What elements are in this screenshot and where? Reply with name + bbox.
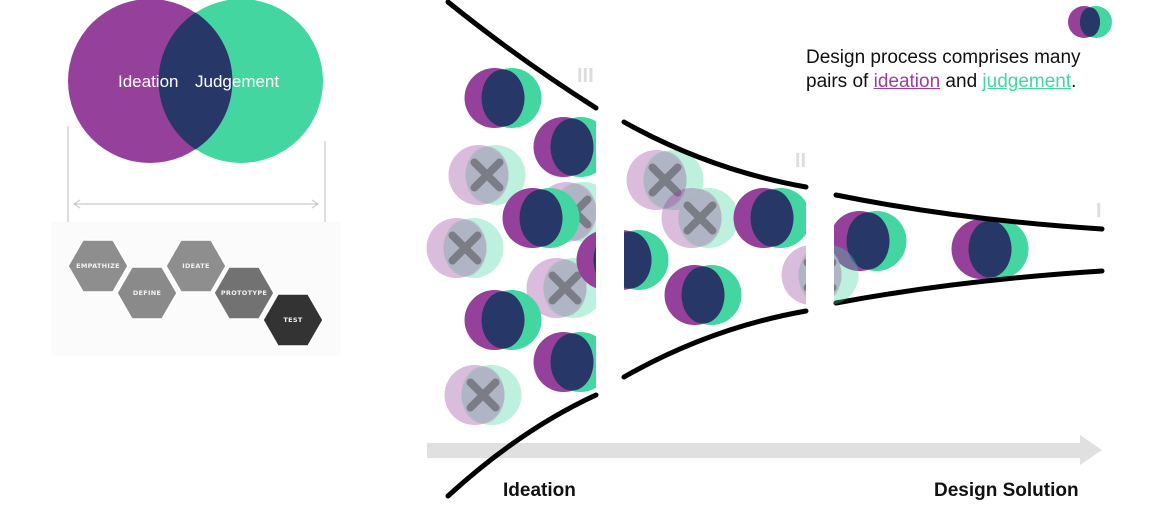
reject-x-icon bbox=[466, 378, 500, 412]
funnel-line-bottom-1 bbox=[833, 268, 1105, 306]
overlap-core bbox=[846, 212, 890, 270]
idea-judgement-pair bbox=[464, 68, 542, 128]
funnel-stage-3 bbox=[426, 68, 596, 425]
stage-numeral-3: III bbox=[577, 65, 594, 87]
funnel-stage-1 bbox=[834, 211, 1029, 279]
hexagon-label: DEFINE bbox=[133, 289, 161, 297]
legend-period: . bbox=[1071, 71, 1077, 92]
reject-x-icon bbox=[448, 231, 482, 265]
overlap-core bbox=[1080, 7, 1100, 37]
idea-judgement-pair bbox=[834, 211, 907, 271]
venn-ideation-label: Ideation bbox=[118, 72, 179, 91]
overlap-core bbox=[681, 266, 725, 324]
idea-judgement-pair bbox=[576, 231, 596, 289]
stage-numeral-2: II bbox=[795, 150, 806, 172]
legend-line-1: Design process comprises many bbox=[806, 47, 1081, 68]
hexagon-step-ideate: IDEATE bbox=[165, 239, 227, 293]
reject-x-icon bbox=[648, 163, 682, 197]
idea-judgement-pair bbox=[624, 230, 669, 290]
overlap-core bbox=[624, 231, 652, 289]
rejected-pair bbox=[426, 218, 504, 278]
reject-x-icon bbox=[470, 158, 504, 192]
ideation-link[interactable]: ideation bbox=[873, 71, 941, 92]
rejected-pair bbox=[781, 245, 806, 305]
overlap-core bbox=[481, 69, 525, 127]
overlap-core bbox=[750, 189, 794, 247]
venn-diagram: Ideation Judgement bbox=[68, 0, 323, 163]
rejected-pair bbox=[661, 188, 739, 248]
design-thinking-hexagons: EMPATHIZE DEFINE IDEATE PROTOTYPE TEST bbox=[67, 239, 324, 347]
venn-overlap bbox=[158, 12, 233, 150]
overlap-core bbox=[519, 189, 563, 247]
hexagon-label: PROTOTYPE bbox=[221, 289, 267, 297]
funnel-line-top-3 bbox=[445, 0, 599, 111]
hexagon-label: EMPATHIZE bbox=[76, 262, 120, 270]
ideation-circle bbox=[781, 245, 806, 305]
ideation-circle bbox=[576, 231, 596, 289]
reject-x-icon bbox=[803, 258, 806, 292]
idea-judgement-pair bbox=[533, 332, 596, 392]
legend-prefix: pairs of bbox=[806, 71, 874, 92]
progress-arrow bbox=[427, 435, 1102, 465]
idea-judgement-pair bbox=[533, 117, 596, 177]
legend-pair bbox=[1068, 6, 1112, 38]
hexagon-step-test: TEST bbox=[262, 293, 324, 347]
axis-start-label: Ideation bbox=[503, 480, 576, 501]
funnel-line-top-2 bbox=[621, 119, 809, 190]
funnel-lines bbox=[445, 0, 1105, 499]
rejected-pair bbox=[626, 150, 704, 210]
idea-judgement-pair bbox=[464, 290, 542, 350]
axis-end-label: Design Solution bbox=[934, 480, 1079, 501]
rejected-spill bbox=[834, 245, 859, 305]
overlap-core bbox=[550, 333, 594, 391]
idea-judgement-pair bbox=[951, 219, 1029, 279]
legend-line-2: pairs of ideation and judgement. bbox=[806, 70, 1081, 94]
judgement-circle bbox=[834, 245, 859, 305]
judgement-link[interactable]: judgement bbox=[982, 71, 1072, 92]
venn-judgement-label: Judgement bbox=[195, 72, 279, 91]
idea-judgement-pair bbox=[733, 188, 806, 248]
rejected-pair bbox=[448, 145, 526, 205]
funnel-stage-2 bbox=[624, 150, 806, 325]
reject-x-icon bbox=[683, 201, 717, 235]
reject-x-icon bbox=[834, 258, 837, 292]
hexagon-label: TEST bbox=[283, 316, 302, 324]
hexagon-step-prototype: PROTOTYPE bbox=[213, 266, 275, 320]
stage-numeral-1: I bbox=[1096, 200, 1102, 222]
rejected-pair bbox=[444, 365, 522, 425]
rejected-pair bbox=[834, 245, 859, 305]
hexagon-step-define: DEFINE bbox=[116, 266, 178, 320]
legend-pair-icon bbox=[1068, 6, 1112, 38]
hexagon-step-empathize: EMPATHIZE bbox=[67, 239, 129, 293]
hexagon-label: IDEATE bbox=[182, 262, 209, 270]
overlap-core bbox=[593, 246, 596, 274]
funnel-line-top-1 bbox=[833, 192, 1105, 232]
legend-caption: Design process comprises many pairs of i… bbox=[806, 46, 1081, 94]
overlap-core bbox=[481, 291, 525, 349]
funnel-line-bottom-3 bbox=[445, 392, 599, 499]
overlap-core bbox=[968, 220, 1012, 278]
funnel-line-bottom-2 bbox=[621, 308, 809, 380]
legend-and: and bbox=[940, 71, 983, 92]
idea-judgement-pair bbox=[502, 188, 580, 248]
idea-judgement-pair bbox=[664, 265, 742, 325]
reject-x-icon bbox=[548, 271, 582, 305]
overlap-core bbox=[550, 118, 594, 176]
